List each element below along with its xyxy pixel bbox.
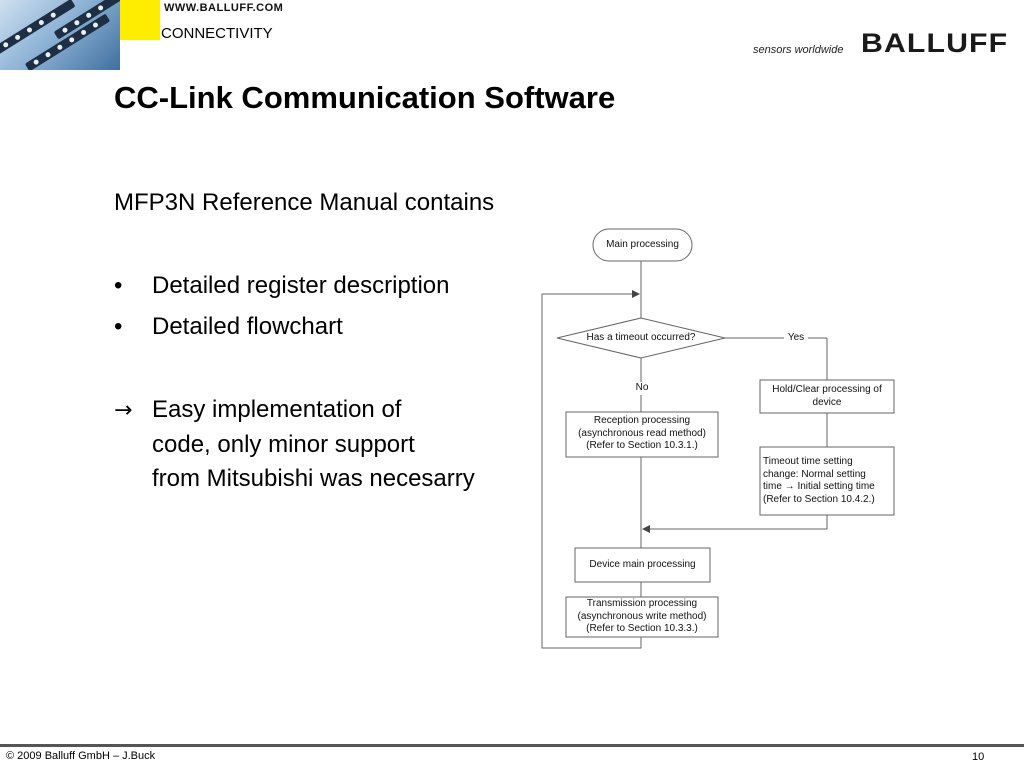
node-line: device xyxy=(812,396,842,408)
node-line: change: Normal setting xyxy=(763,468,866,480)
node-line: (asynchronous read method) xyxy=(578,427,706,439)
device-main-shape xyxy=(574,547,711,583)
yes-label: Yes xyxy=(784,332,808,345)
reception-shape xyxy=(565,411,719,458)
arrow-right-icon: → xyxy=(114,398,133,423)
reception-processing-node: Reception processing (asynchronous read … xyxy=(566,415,718,453)
node-line: (Refer to Section 10.3.3.) xyxy=(586,623,698,634)
node-line: Timeout time setting xyxy=(763,456,853,467)
node-line: time → Initial setting time xyxy=(763,481,875,492)
flowchart-lines xyxy=(541,228,895,649)
node-line: (Refer to Section 10.3.1.) xyxy=(586,440,698,451)
flowchart: Main processing Has a timeout occurred? … xyxy=(530,222,910,662)
section-label: CONNECTIVITY xyxy=(161,25,273,42)
no-label: No xyxy=(631,382,653,395)
bullet-text: Detailed flowchart xyxy=(152,313,343,340)
transmission-shape xyxy=(565,596,719,638)
bullet-icon: • xyxy=(114,272,123,299)
slide-title: CC-Link Communication Software xyxy=(114,80,616,115)
timeout-decision-node: Has a timeout occurred? xyxy=(586,332,696,343)
footer-copyright: © 2009 Balluff GmbH – J.Buck xyxy=(6,750,156,762)
node-line: Hold/Clear processing of xyxy=(772,384,882,395)
tagline: sensors worldwide xyxy=(753,44,844,56)
node-line: (asynchronous write method) xyxy=(577,610,707,622)
transmission-processing-node: Transmission processing (asynchronous wr… xyxy=(566,598,718,636)
brand-logo: BALLUFF xyxy=(861,28,1009,58)
hold-clear-node: Hold/Clear processing of device xyxy=(760,384,894,409)
bullet-icon: • xyxy=(114,313,123,340)
result-text: Easy implementation of xyxy=(152,396,402,423)
node-line: Reception processing xyxy=(593,415,691,426)
node-line: Transmission processing xyxy=(586,598,698,609)
timeout-setting-node: Timeout time setting change: Normal sett… xyxy=(763,456,893,506)
brand-accent-block xyxy=(120,0,160,40)
bullet-list: • Detailed register description • Detailed… xyxy=(114,270,449,352)
list-item: • Detailed register description xyxy=(114,270,449,311)
intro-text: MFP3N Reference Manual contains xyxy=(114,189,495,216)
footer-divider xyxy=(0,744,1024,747)
bullet-text: Detailed register description xyxy=(152,272,450,299)
device-main-processing-node: Device main processing xyxy=(589,559,696,570)
list-item: • Detailed flowchart xyxy=(114,311,449,352)
page-number: 10 xyxy=(972,751,985,763)
result-line: from Mitsubishi was necesarry xyxy=(152,465,475,492)
website-url[interactable]: WWW.BALLUFF.COM xyxy=(164,2,284,14)
start-node-shape xyxy=(592,228,693,262)
result-line: → Easy implementation of xyxy=(114,393,475,428)
header-photo xyxy=(0,0,120,70)
node-line: (Refer to Section 10.4.2.) xyxy=(763,493,875,505)
main-processing-node: Main processing xyxy=(606,239,679,250)
result-statement: → Easy implementation of code, only minor… xyxy=(114,393,475,496)
result-line: code, only minor support xyxy=(152,431,415,458)
